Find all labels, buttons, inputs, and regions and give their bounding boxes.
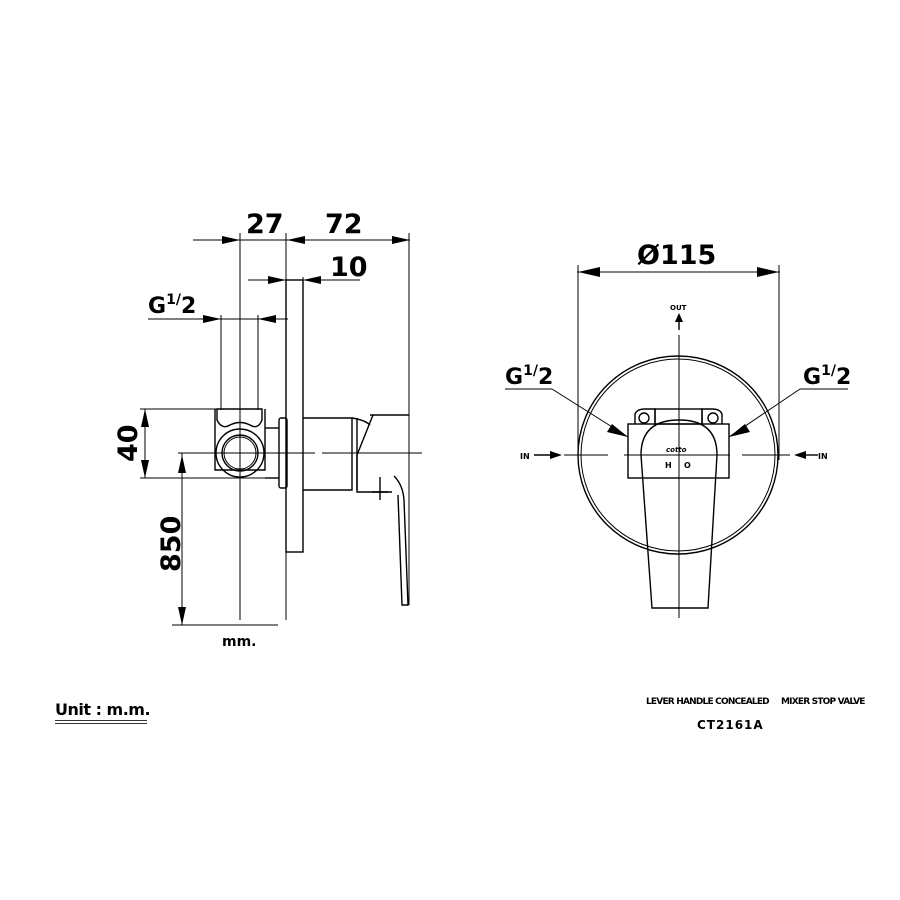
- model-number: CT2161A: [697, 718, 764, 732]
- dim-40: 40: [113, 424, 144, 462]
- unit-suffix: mm.: [222, 634, 257, 650]
- out-label: OUT: [670, 304, 687, 312]
- thread-label-side: G1/2: [148, 292, 196, 319]
- product-type-2: MIXER STOP VALVE: [781, 697, 865, 707]
- cold-label: O: [684, 461, 691, 470]
- thread-label-right: G1/2: [803, 363, 851, 390]
- brand-mark: cotto: [666, 446, 687, 454]
- front-view: Ø115 OUT cotto H O IN IN: [505, 240, 851, 618]
- in-right-label: IN: [818, 452, 828, 461]
- side-view: 27 72 10 G1/2: [113, 209, 422, 626]
- dim-10: 10: [330, 252, 368, 283]
- unit-underline: [55, 720, 147, 724]
- thread-label-left: G1/2: [505, 363, 553, 390]
- dim-72: 72: [325, 209, 363, 240]
- dim-850: 850: [156, 516, 187, 572]
- unit-label: Unit : m.m.: [55, 700, 151, 719]
- dim-27: 27: [246, 209, 284, 240]
- hot-label: H: [665, 461, 672, 470]
- diameter-label: Ø115: [637, 240, 716, 271]
- product-type-1: LEVER HANDLE CONCEALED: [646, 697, 770, 707]
- in-left-label: IN: [520, 452, 530, 461]
